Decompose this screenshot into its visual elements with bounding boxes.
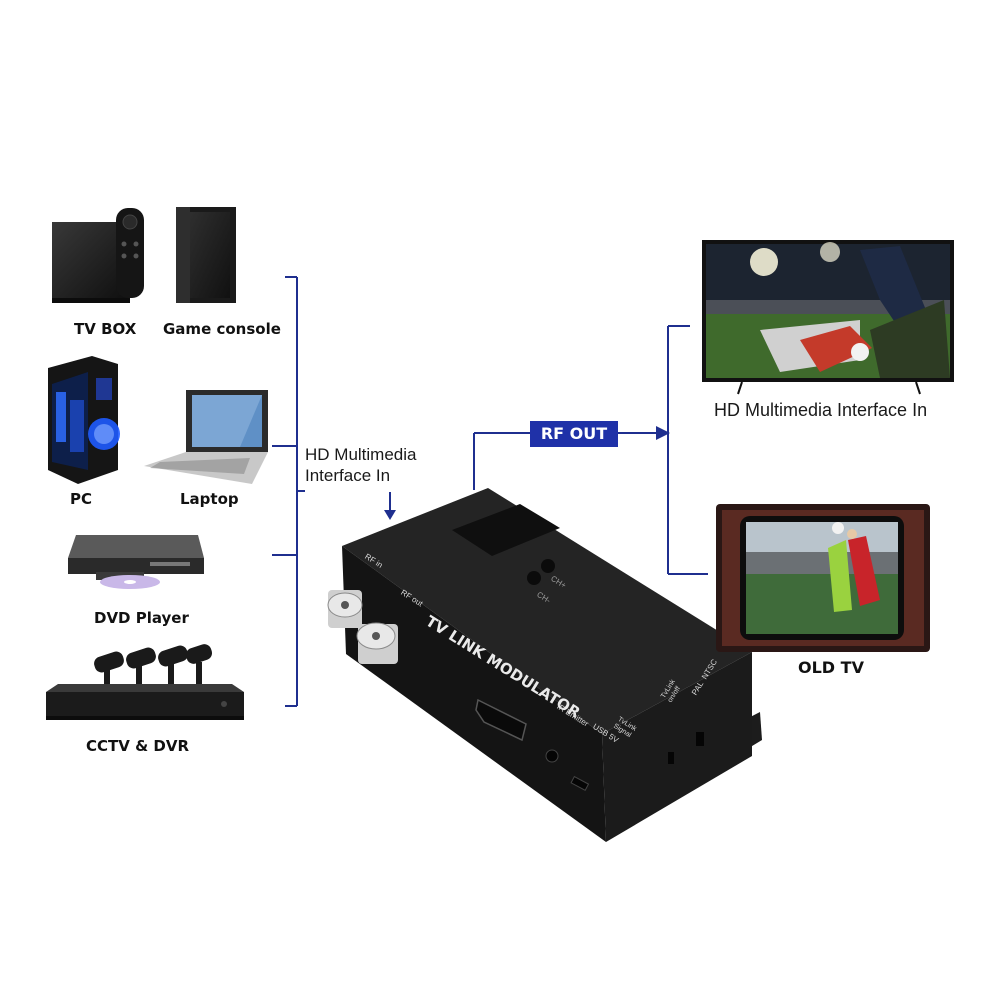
rf-out-badge: RF OUT	[530, 421, 618, 447]
input-label: HD Multimedia Interface In	[305, 444, 416, 486]
laptop-image	[144, 390, 268, 484]
source-label-laptop: Laptop	[180, 490, 239, 508]
tv-box-image	[52, 208, 144, 303]
old-tv-image	[716, 504, 930, 652]
source-label-dvd-player: DVD Player	[94, 609, 189, 627]
pc-image	[48, 356, 120, 484]
hd-tv-image	[702, 240, 954, 395]
source-bracket-connector	[272, 276, 305, 707]
input-label-line2: Interface In	[305, 466, 391, 485]
source-label-pc: PC	[70, 490, 93, 508]
source-label-tv-box: TV BOX	[74, 320, 137, 338]
game-console-image	[176, 207, 236, 303]
output-bracket-connector	[667, 325, 708, 575]
source-label-cctv-dvr: CCTV & DVR	[86, 737, 189, 755]
source-label-game-console: Game console	[163, 320, 281, 338]
rf-out-arrowhead	[656, 426, 670, 440]
input-label-line1: HD Multimedia	[305, 445, 417, 464]
tv-link-modulator-image	[327, 488, 762, 842]
old-tv-caption: OLD TV	[798, 658, 864, 677]
hd-tv-caption: HD Multimedia Interface In	[714, 400, 928, 420]
cctv-dvr-image	[46, 644, 244, 720]
dvd-player-image	[68, 535, 204, 589]
input-arrow	[384, 492, 396, 520]
